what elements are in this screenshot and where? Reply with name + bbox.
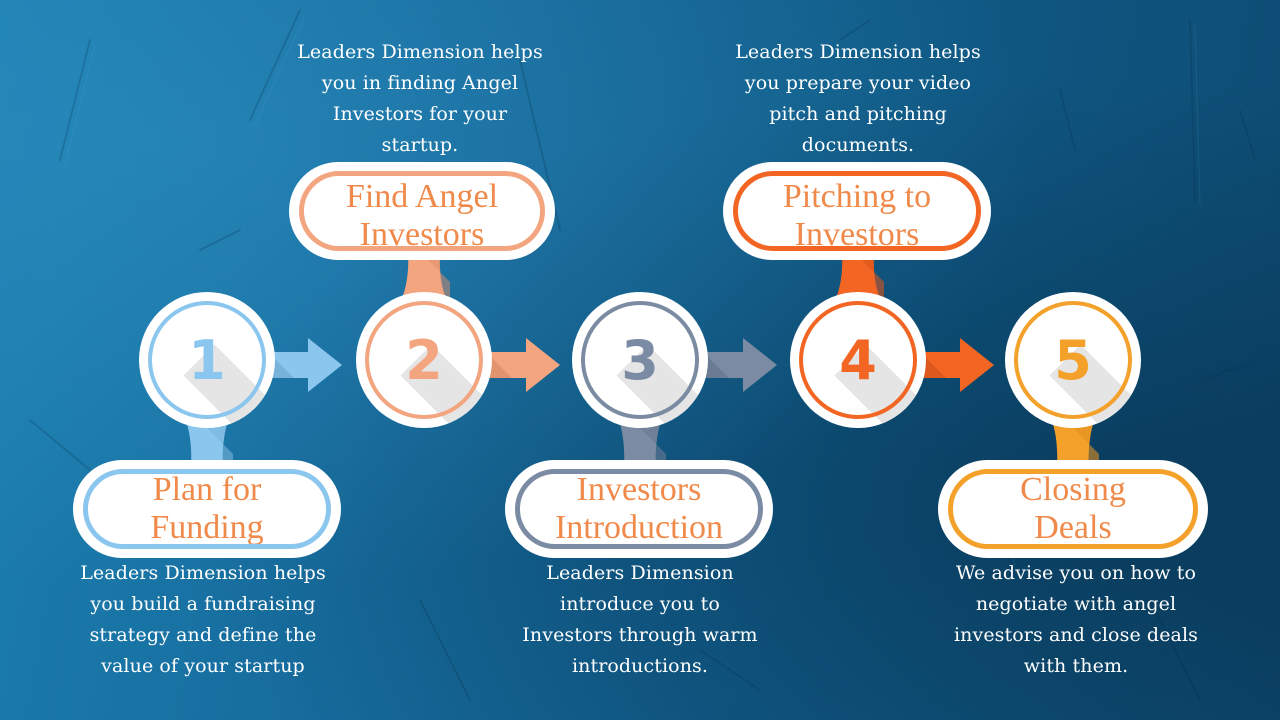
step-4-title-pill: Pitching to Investors — [723, 162, 991, 260]
step-3-ring — [581, 301, 699, 419]
step-3-title-pill: Investors Introduction — [505, 460, 773, 558]
step-1-ring — [148, 301, 266, 419]
step-4-ring — [799, 301, 917, 419]
step-3-circle: 3 — [572, 292, 708, 428]
step-2-title: Find Angel Investors — [345, 178, 499, 251]
step-1-title-pill: Plan for Funding — [73, 460, 341, 558]
step-5-circle: 5 — [1005, 292, 1141, 428]
step-1-circle: 1 — [139, 292, 275, 428]
arrow-2-to-3 — [486, 338, 562, 396]
stem-step-4 — [832, 250, 884, 306]
arrow-3-to-4 — [703, 338, 779, 396]
step-2-number: 2 — [405, 328, 443, 392]
step-2-title-pill: Find Angel Investors — [289, 162, 555, 260]
step-1-number: 1 — [188, 328, 226, 392]
step-4-title: Pitching to Investors — [782, 178, 932, 251]
step-1-description: Leaders Dimension helps you build a fund… — [80, 562, 326, 677]
step-3-number: 3 — [621, 328, 659, 392]
stem-step-2 — [398, 250, 450, 306]
step-2-circle: 2 — [356, 292, 492, 428]
step-5-description: We advise you on how to negotiate with a… — [953, 562, 1198, 677]
step-3-description: Leaders Dimension introduce you to Inves… — [522, 562, 758, 677]
step-2-description: Leaders Dimension helps you in finding A… — [297, 41, 543, 156]
arrow-1-to-2 — [268, 338, 344, 396]
step-5-title: Closing Deals — [1020, 471, 1126, 546]
step-3-title: Investors Introduction — [554, 471, 724, 546]
arrow-4-to-5 — [920, 338, 996, 396]
step-4-number: 4 — [839, 328, 877, 392]
step-4-description: Leaders Dimension helps you prepare your… — [735, 41, 981, 156]
step-2-ring — [365, 301, 483, 419]
step-5-title-pill: Closing Deals — [938, 460, 1208, 558]
step-5-ring — [1014, 301, 1132, 419]
step-5-number: 5 — [1054, 328, 1092, 392]
step-1-title: Plan for Funding — [150, 471, 264, 546]
step-4-circle: 4 — [790, 292, 926, 428]
